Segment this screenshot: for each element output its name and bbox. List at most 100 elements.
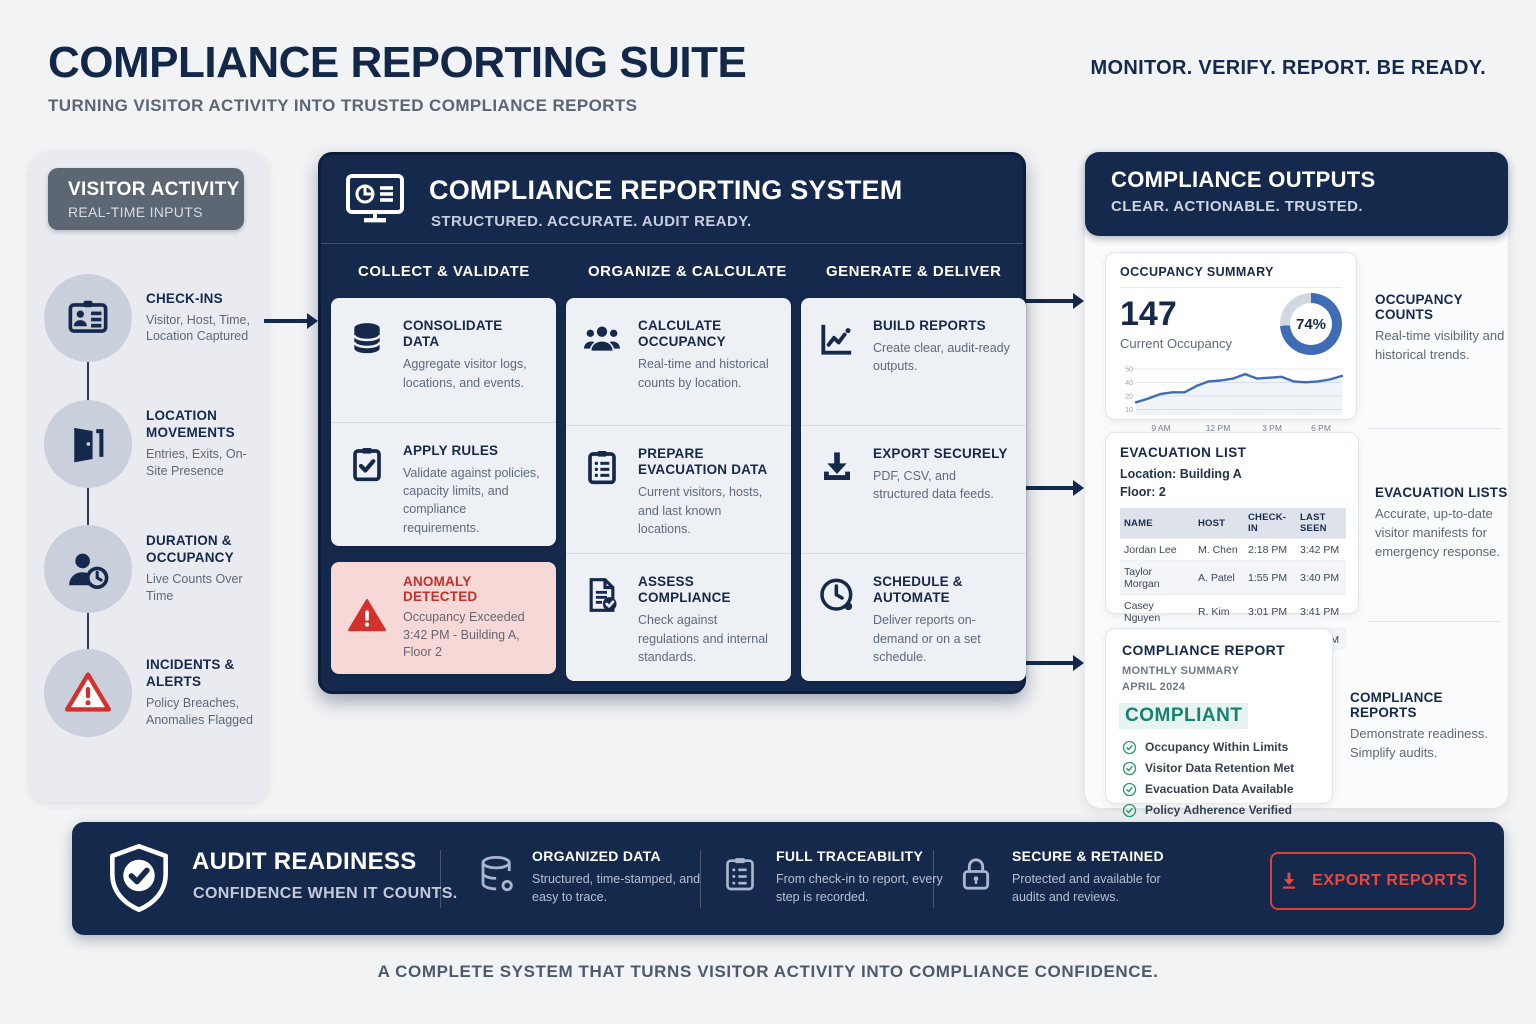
compliance-outputs-header: COMPLIANCE OUTPUTS CLEAR. ACTIONABLE. TR… <box>1085 152 1508 236</box>
flow-arrow-system-to-evacuation <box>1024 480 1084 496</box>
current-occupancy-value: 147 <box>1120 295 1177 333</box>
compliance-report-card: COMPLIANCE REPORT MONTHLY SUMMARY APRIL … <box>1105 628 1333 817</box>
svg-text:20: 20 <box>1125 394 1133 401</box>
input-item-check-ins: CHECK-INS Visitor, Host, Time, Location … <box>44 274 264 362</box>
evacuation-table-header: NAME HOST CHECK-IN LAST SEEN <box>1120 508 1346 539</box>
col-header-check-in: CHECK-IN <box>1244 508 1296 539</box>
alert-triangle-icon <box>347 596 391 641</box>
step-title: ASSESS COMPLIANCE <box>638 574 731 606</box>
evacuation-card-title: EVACUATION LIST <box>1120 445 1247 460</box>
clipboard-check-icon <box>347 444 391 489</box>
occupancy-donut-chart: 74% <box>1280 293 1342 355</box>
step-calculate-occupancy: CALCULATE OCCUPANCY Real-time and histor… <box>566 298 791 425</box>
input-item-duration-occupancy: DURATION & OCCUPANCY Live Counts Over Ti… <box>44 525 264 613</box>
database-outline-icon <box>476 850 518 903</box>
report-check-item: Occupancy Within Limits <box>1122 740 1316 755</box>
anomaly-alert-card: ANOMALY DETECTED Occupancy Exceeded 3:42… <box>331 562 556 674</box>
footer-item-title: FULL TRACEABILITY <box>776 848 924 864</box>
bottom-caption: A COMPLETE SYSTEM THAT TURNS VISITOR ACT… <box>377 962 1159 981</box>
occupancy-card-title: OCCUPANCY SUMMARY <box>1120 265 1274 279</box>
input-title: LOCATION MOVEMENTS <box>146 408 235 441</box>
desc-title: EVACUATION LISTS <box>1375 485 1508 500</box>
step-title: BUILD REPORTS <box>873 318 986 333</box>
footer-item-desc: Structured, time-stamped, and easy to tr… <box>532 872 701 905</box>
step-desc: Create clear, audit-ready outputs. <box>873 341 1010 374</box>
step-title: CALCULATE OCCUPANCY <box>638 318 726 350</box>
column-header-generate-deliver: GENERATE & DELIVER <box>826 263 1002 280</box>
step-desc: Deliver reports on-demand or on a set sc… <box>873 613 981 664</box>
check-circle-icon <box>1122 803 1137 818</box>
evacuation-list-card: EVACUATION LIST Location: Building A Flo… <box>1105 432 1359 650</box>
system-title: COMPLIANCE REPORTING SYSTEM <box>429 175 903 205</box>
footer-divider <box>933 850 934 908</box>
step-title: PREPARE EVACUATION DATA <box>638 446 768 478</box>
report-check-item: Policy Adherence Verified <box>1122 803 1316 818</box>
visitor-activity-subtitle: REAL-TIME INPUTS <box>68 203 203 220</box>
report-period-line1: MONTHLY SUMMARY <box>1122 665 1240 677</box>
warning-triangle-icon <box>44 649 132 737</box>
anomaly-detail: 3:42 PM - Building A, Floor 2 <box>403 627 520 660</box>
compliance-reports-description: COMPLIANCE REPORTS Demonstrate readiness… <box>1350 690 1498 763</box>
audit-readiness-title: AUDIT READINESS <box>192 848 417 875</box>
step-export-securely: EXPORT SECURELY PDF, CSV, and structured… <box>801 425 1026 553</box>
column-generate-deliver: BUILD REPORTS Create clear, audit-ready … <box>801 298 1026 681</box>
footer-item-desc: Protected and available for audits and r… <box>1012 872 1161 905</box>
outputs-separator <box>1368 621 1500 622</box>
input-desc: Policy Breaches, Anomalies Flagged <box>146 696 254 727</box>
clipboard-outline-icon <box>720 850 762 903</box>
step-apply-rules: APPLY RULES Validate against policies, c… <box>331 422 556 545</box>
header-tagline: MONITOR. VERIFY. REPORT. BE READY. <box>1090 57 1486 79</box>
step-title: SCHEDULE & AUTOMATE <box>873 574 963 606</box>
schedule-clock-icon <box>817 575 861 620</box>
svg-text:3 PM: 3 PM <box>1262 423 1282 433</box>
input-item-incidents-alerts: INCIDENTS & ALERTS Policy Breaches, Anom… <box>44 649 264 737</box>
footer-item-full-traceability: FULL TRACEABILITY From check-in to repor… <box>720 848 946 906</box>
outputs-separator <box>1368 428 1500 429</box>
export-reports-button[interactable]: EXPORT REPORTS <box>1270 852 1476 910</box>
footer-item-desc: From check-in to report, every step is r… <box>776 872 943 905</box>
svg-text:50: 50 <box>1125 367 1133 374</box>
document-check-icon <box>582 575 626 620</box>
step-desc: PDF, CSV, and structured data feeds. <box>873 469 994 502</box>
input-desc: Live Counts Over Time <box>146 572 243 603</box>
visitor-activity-header: VISITOR ACTIVITY REAL-TIME INPUTS <box>48 168 244 230</box>
svg-text:40: 40 <box>1125 380 1133 387</box>
step-desc: Validate against policies, capacity limi… <box>403 466 540 535</box>
report-period: MONTHLY SUMMARY APRIL 2024 <box>1122 664 1316 696</box>
input-title: CHECK-INS <box>146 290 223 306</box>
step-desc: Real-time and historical counts by locat… <box>638 357 769 390</box>
audit-readiness-bar: AUDIT READINESS CONFIDENCE WHEN IT COUNT… <box>72 822 1504 935</box>
collect-validate-card: CONSOLIDATE DATA Aggregate visitor logs,… <box>331 298 556 546</box>
column-collect-validate: CONSOLIDATE DATA Aggregate visitor logs,… <box>331 298 556 674</box>
system-header-divider <box>321 243 1023 244</box>
report-check-item: Evacuation Data Available <box>1122 782 1316 797</box>
desc-text: Real-time visibility and historical tren… <box>1375 328 1505 362</box>
visitor-activity-panel: VISITOR ACTIVITY REAL-TIME INPUTS CHECK-… <box>30 152 268 802</box>
column-header-collect-validate: COLLECT & VALIDATE <box>358 263 530 280</box>
download-icon <box>1283 872 1295 889</box>
input-connector-line <box>87 318 89 693</box>
column-organize-calculate: CALCULATE OCCUPANCY Real-time and histor… <box>566 298 791 681</box>
column-header-organize-calculate: ORGANIZE & CALCULATE <box>588 263 787 280</box>
report-period-line2: APRIL 2024 <box>1122 680 1186 693</box>
compliance-reporting-system-panel: COMPLIANCE REPORTING SYSTEM STRUCTURED. … <box>318 152 1026 694</box>
organize-calculate-card: CALCULATE OCCUPANCY Real-time and histor… <box>566 298 791 681</box>
step-assess-compliance: ASSESS COMPLIANCE Check against regulati… <box>566 553 791 681</box>
col-header-host: HOST <box>1194 508 1244 539</box>
audit-readiness-subtitle: CONFIDENCE WHEN IT COUNTS. <box>193 885 458 902</box>
export-reports-label: EXPORT REPORTS <box>1312 872 1468 889</box>
step-title: EXPORT SECURELY <box>873 446 1008 461</box>
input-desc: Entries, Exits, On-Site Presence <box>146 447 247 478</box>
desc-text: Demonstrate readiness. Simplify audits. <box>1350 726 1489 760</box>
report-check-item: Visitor Data Retention Met <box>1122 761 1316 776</box>
system-subtitle: STRUCTURED. ACCURATE. AUDIT READY. <box>431 213 752 230</box>
footer-divider <box>440 850 441 908</box>
chart-line-icon <box>817 319 861 364</box>
download-icon <box>817 447 861 492</box>
evacuation-lists-description: EVACUATION LISTS Accurate, up-to-date vi… <box>1375 485 1509 562</box>
evacuation-floor: Floor: 2 <box>1120 484 1166 499</box>
check-circle-icon <box>1122 782 1137 797</box>
footer-divider <box>700 850 701 908</box>
step-title: APPLY RULES <box>403 443 499 458</box>
